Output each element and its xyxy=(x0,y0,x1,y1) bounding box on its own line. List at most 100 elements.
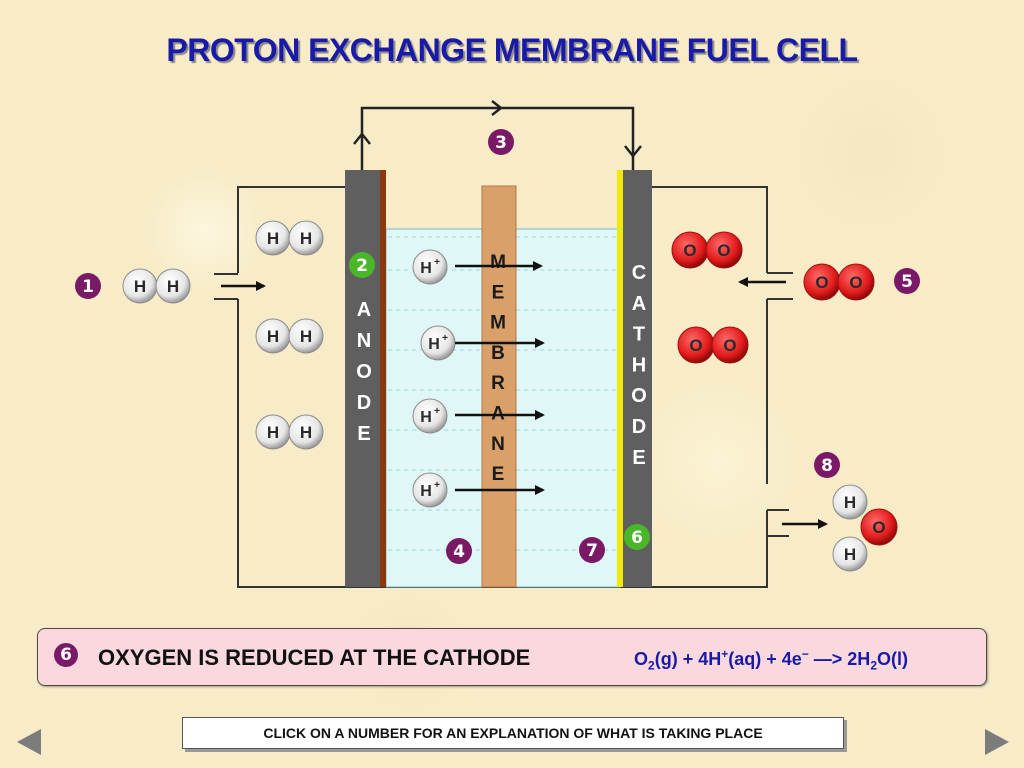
anode-electrode xyxy=(345,170,380,587)
hydrogen-atom: H xyxy=(288,414,324,450)
hydrogen-atom: H xyxy=(255,220,291,256)
svg-text:+: + xyxy=(434,406,440,417)
previous-slide-button[interactable] xyxy=(17,729,41,755)
svg-text:6: 6 xyxy=(631,528,643,548)
svg-text:H: H xyxy=(134,277,146,296)
oxygen-atom: O xyxy=(837,263,875,301)
oxygen-atom: O xyxy=(671,231,709,269)
cathode-letter: C xyxy=(632,262,646,284)
proton: H+ xyxy=(420,325,456,361)
svg-text:+: + xyxy=(442,333,448,344)
step-number-1[interactable]: 1 xyxy=(75,273,101,299)
membrane-letter: E xyxy=(492,282,505,303)
svg-text:H: H xyxy=(420,409,432,426)
page-title: PROTON EXCHANGE MEMBRANE FUEL CELL xyxy=(166,32,858,68)
svg-text:H: H xyxy=(300,229,312,248)
svg-text:H: H xyxy=(420,483,432,500)
cathode-label: CATHODE xyxy=(631,262,647,469)
step-number-2[interactable]: 2 xyxy=(349,252,375,278)
step-numbers: 1 2 3 4 5 6 7 8 xyxy=(75,129,920,564)
membrane-letter: E xyxy=(492,464,505,485)
svg-text:H: H xyxy=(420,260,432,277)
svg-text:2: 2 xyxy=(356,256,368,276)
svg-text:H: H xyxy=(844,493,856,512)
svg-text:H: H xyxy=(267,423,279,442)
anode-catalyst-layer xyxy=(380,170,386,587)
oxygen-atom: O xyxy=(803,263,841,301)
cathode-letter: T xyxy=(633,324,645,346)
info-box: 6 OXYGEN IS REDUCED AT THE CATHODE O2(g)… xyxy=(37,628,987,686)
info-step-number: 6 xyxy=(54,643,78,667)
reaction-equation: O2(g) + 4H+(aq) + 4e− —> 2H2O(l) xyxy=(634,647,908,673)
membrane-label: MEMBRANE xyxy=(490,252,506,485)
anode-letter: O xyxy=(356,361,372,383)
svg-text:H: H xyxy=(267,229,279,248)
svg-text:5: 5 xyxy=(901,272,913,292)
step-number-4[interactable]: 4 xyxy=(446,538,472,564)
port-lines xyxy=(214,272,793,537)
svg-text:7: 7 xyxy=(586,541,598,561)
svg-text:O: O xyxy=(717,241,730,260)
membrane-letter: B xyxy=(491,343,505,364)
external-circuit-wire xyxy=(353,100,642,170)
svg-text:+: + xyxy=(434,257,440,268)
cathode-letter: D xyxy=(632,416,646,438)
anode-letter: D xyxy=(357,392,371,414)
oxygen-atom: O xyxy=(711,326,749,364)
anode-letter: E xyxy=(357,423,370,445)
oxygen-atom: O xyxy=(677,326,715,364)
step-number-3[interactable]: 3 xyxy=(488,129,514,155)
svg-text:8: 8 xyxy=(821,456,833,476)
next-slide-button[interactable] xyxy=(985,729,1009,755)
hydrogen-atom: H xyxy=(832,536,868,572)
step-number-6[interactable]: 6 xyxy=(624,524,650,550)
svg-text:H: H xyxy=(267,327,279,346)
svg-text:O: O xyxy=(723,336,736,355)
proton: H+ xyxy=(412,472,448,508)
hydrogen-atom: H xyxy=(288,220,324,256)
svg-text:H: H xyxy=(428,336,440,353)
svg-text:3: 3 xyxy=(495,133,507,153)
step-number-8[interactable]: 8 xyxy=(814,452,840,478)
step-number-5[interactable]: 5 xyxy=(894,268,920,294)
anode-letter: N xyxy=(357,330,371,352)
oxygen-atom: O xyxy=(705,231,743,269)
step-number-7[interactable]: 7 xyxy=(579,537,605,563)
instruction-banner: CLICK ON A NUMBER FOR AN EXPLANATION OF … xyxy=(182,717,844,749)
cathode-letter: A xyxy=(632,293,646,315)
svg-text:+: + xyxy=(434,480,440,491)
svg-text:H: H xyxy=(844,545,856,564)
cathode-catalyst-layer xyxy=(617,170,623,587)
membrane xyxy=(481,185,517,588)
membrane-letter: M xyxy=(490,313,506,334)
svg-text:O: O xyxy=(872,518,885,537)
svg-text:O: O xyxy=(849,273,862,292)
hydrogen-atom: H xyxy=(255,414,291,450)
proton: H+ xyxy=(412,249,448,285)
svg-text:1: 1 xyxy=(82,277,94,297)
cathode-letter: O xyxy=(631,385,647,407)
svg-text:O: O xyxy=(683,241,696,260)
hydrogen-atom: H xyxy=(155,268,191,304)
membrane-letter: N xyxy=(491,434,505,455)
hydrogen-atom: H xyxy=(288,318,324,354)
membrane-letter: M xyxy=(490,252,506,273)
svg-text:4: 4 xyxy=(453,542,465,562)
hydrogen-atom: H xyxy=(122,268,158,304)
hydrogen-atom: H xyxy=(832,484,868,520)
proton: H+ xyxy=(412,398,448,434)
hydrogen-atom: H xyxy=(255,318,291,354)
svg-text:H: H xyxy=(167,277,179,296)
cathode-letter: H xyxy=(632,354,646,376)
flow-arrows xyxy=(221,261,828,529)
svg-text:O: O xyxy=(815,273,828,292)
cathode-electrode xyxy=(623,170,652,587)
svg-text:H: H xyxy=(300,423,312,442)
anode-letter: A xyxy=(357,299,371,321)
svg-text:O: O xyxy=(689,336,702,355)
svg-text:H: H xyxy=(300,327,312,346)
cathode-letter: E xyxy=(632,447,645,469)
